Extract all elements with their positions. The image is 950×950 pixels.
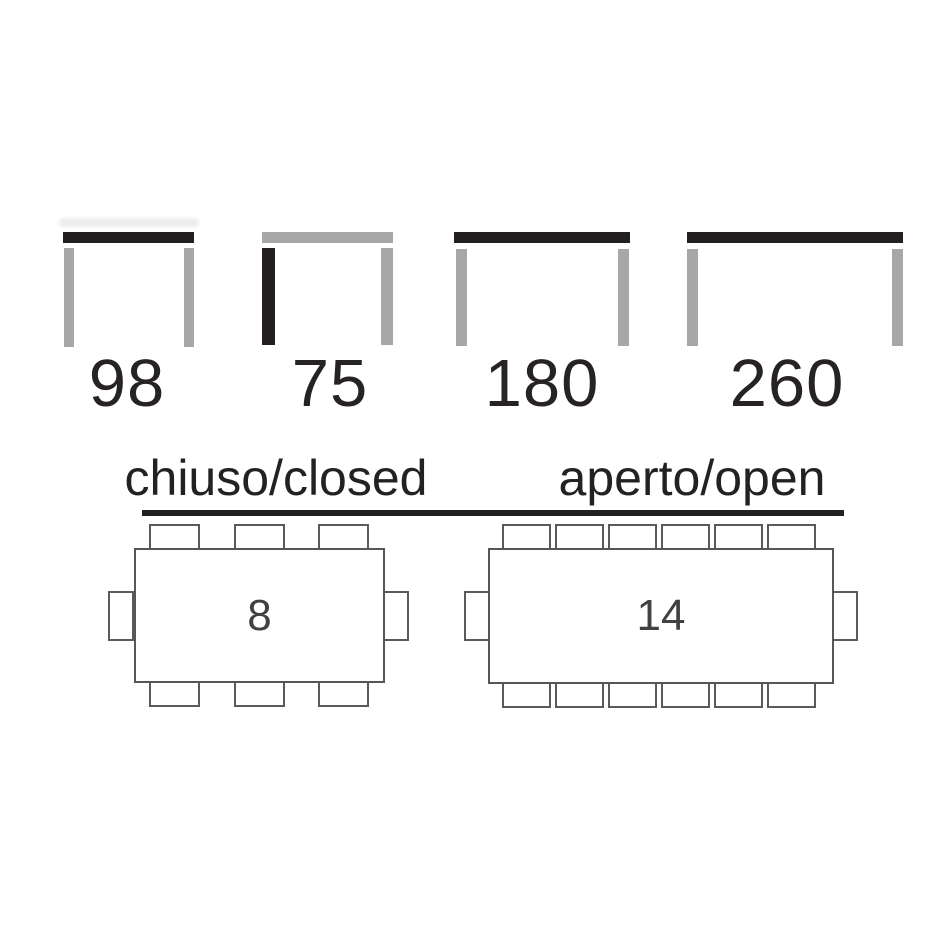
table-leg-right-98 [184,248,194,347]
chair [318,524,369,550]
chair [383,591,409,641]
chair [714,524,763,550]
table-leg-left-75 [262,248,275,345]
chair [108,591,134,641]
chair [767,524,816,550]
table-leg-left-98 [64,248,74,347]
chair [555,682,604,708]
chair [714,682,763,708]
table-leg-right-260 [892,249,903,346]
tabletop-bar-180 [454,232,630,243]
chair [502,682,551,708]
closed-table-plan [134,548,385,683]
chair [608,682,657,708]
chair [464,591,490,641]
tabletop-bar-75 [262,232,393,243]
chair [149,524,200,550]
open-table-plan [488,548,834,684]
tabletop-bar-260 [687,232,903,243]
chair [608,524,657,550]
dimension-label-180: 180 [484,346,600,421]
chair [318,681,369,707]
dimension-label-260: 260 [729,346,845,421]
table-leg-left-260 [687,249,698,346]
chair [234,524,285,550]
table-leg-right-180 [618,249,629,346]
section-underline [142,510,844,516]
chair [661,682,710,708]
dimension-label-75: 75 [291,346,369,421]
chair [555,524,604,550]
chair [149,681,200,707]
table-leg-right-75 [381,248,393,345]
chair [832,591,858,641]
table-leg-left-180 [456,249,467,346]
chair [234,681,285,707]
smudge-artifact [59,218,199,227]
chair [661,524,710,550]
tabletop-bar-98 [63,232,194,243]
closed-section-label: chiuso/closed [124,450,428,506]
open-section-label: aperto/open [558,450,826,506]
chair [767,682,816,708]
dimension-label-98: 98 [88,346,166,421]
seat-count-closed: 8 [247,590,272,640]
seat-count-open: 14 [636,591,686,640]
chair [502,524,551,550]
